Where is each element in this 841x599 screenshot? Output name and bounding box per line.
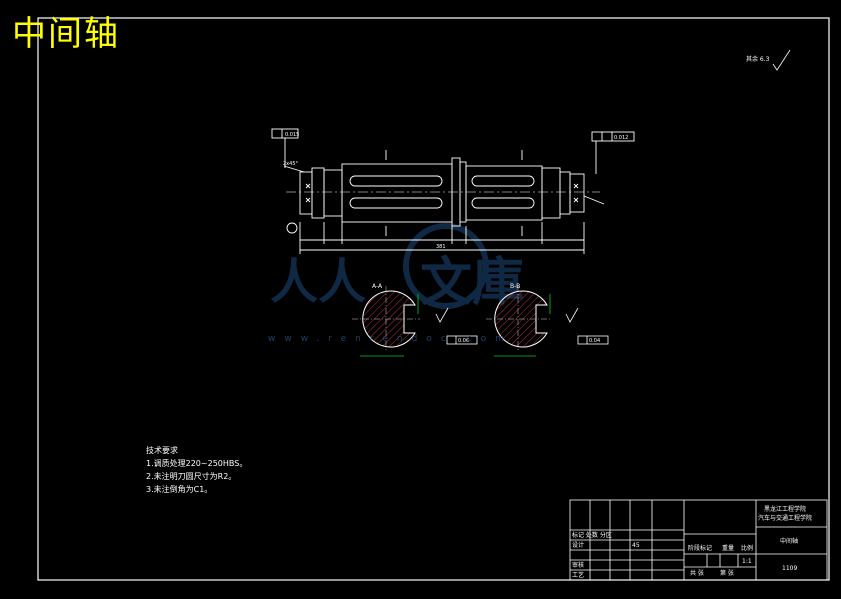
row-review: 审核 — [572, 562, 585, 569]
tol-b-label: 0.04 — [589, 338, 600, 344]
tech-item: 3.未注倒角为C1。 — [146, 485, 213, 494]
chamfer-label: 2x45° — [283, 161, 299, 167]
tech-heading: 技术要求 — [146, 446, 178, 455]
row-process: 工艺 — [572, 572, 585, 579]
scale-value: 1:1 — [742, 558, 752, 565]
row-design: 设计 — [572, 542, 585, 549]
header-stage: 阶段标记 — [688, 545, 713, 552]
overall-length-label: 381 — [436, 244, 446, 250]
dimension-texts: 381 2x45° 0.015 0.012 — [283, 132, 628, 250]
watermark-url: www.renrendoc.com — [268, 334, 513, 344]
row-mark: 标记 处数 分区 — [572, 532, 612, 539]
material: 45 — [632, 542, 640, 549]
tol-left-label: 0.015 — [285, 132, 299, 138]
roughness-symbol — [772, 49, 791, 71]
tech-item: 1.调质处理220~250HBS。 — [146, 459, 248, 468]
school-line-2: 汽车与交通工程学院 — [758, 515, 813, 522]
header-weight: 重量 — [722, 545, 735, 552]
drawing-number: 1109 — [782, 565, 798, 572]
school-line-1: 黑龙江工程学院 — [764, 506, 807, 513]
drawing-border — [37, 17, 830, 581]
section-a-label: A-A — [372, 283, 383, 290]
tol-a-label: 0.06 — [458, 338, 469, 344]
page-title: 中间轴 — [12, 14, 120, 54]
section-texts: A-A B-B 0.06 0.04 — [372, 283, 600, 344]
tol-right-label: 0.012 — [614, 135, 628, 141]
sheet-total: 共 张 — [690, 570, 704, 577]
section-b-b — [486, 286, 609, 357]
roughness-note: 其余 6.3 — [746, 56, 770, 63]
header-scale: 比例 — [741, 545, 754, 552]
svg-text:人人: 人人 — [270, 254, 366, 310]
section-b-label: B-B — [510, 283, 520, 290]
tech-item: 2.未注明刀圆尺寸为R2。 — [146, 472, 237, 481]
sheet-number: 第 张 — [720, 570, 734, 577]
section-a-a — [352, 286, 478, 357]
part-name: 中间轴 — [780, 538, 799, 545]
shaft-main-view — [271, 128, 635, 254]
title-block-lines — [569, 499, 828, 581]
technical-requirements: 技术要求 1.调质处理220~250HBS。 2.未注明刀圆尺寸为R2。 3.未… — [146, 444, 247, 496]
